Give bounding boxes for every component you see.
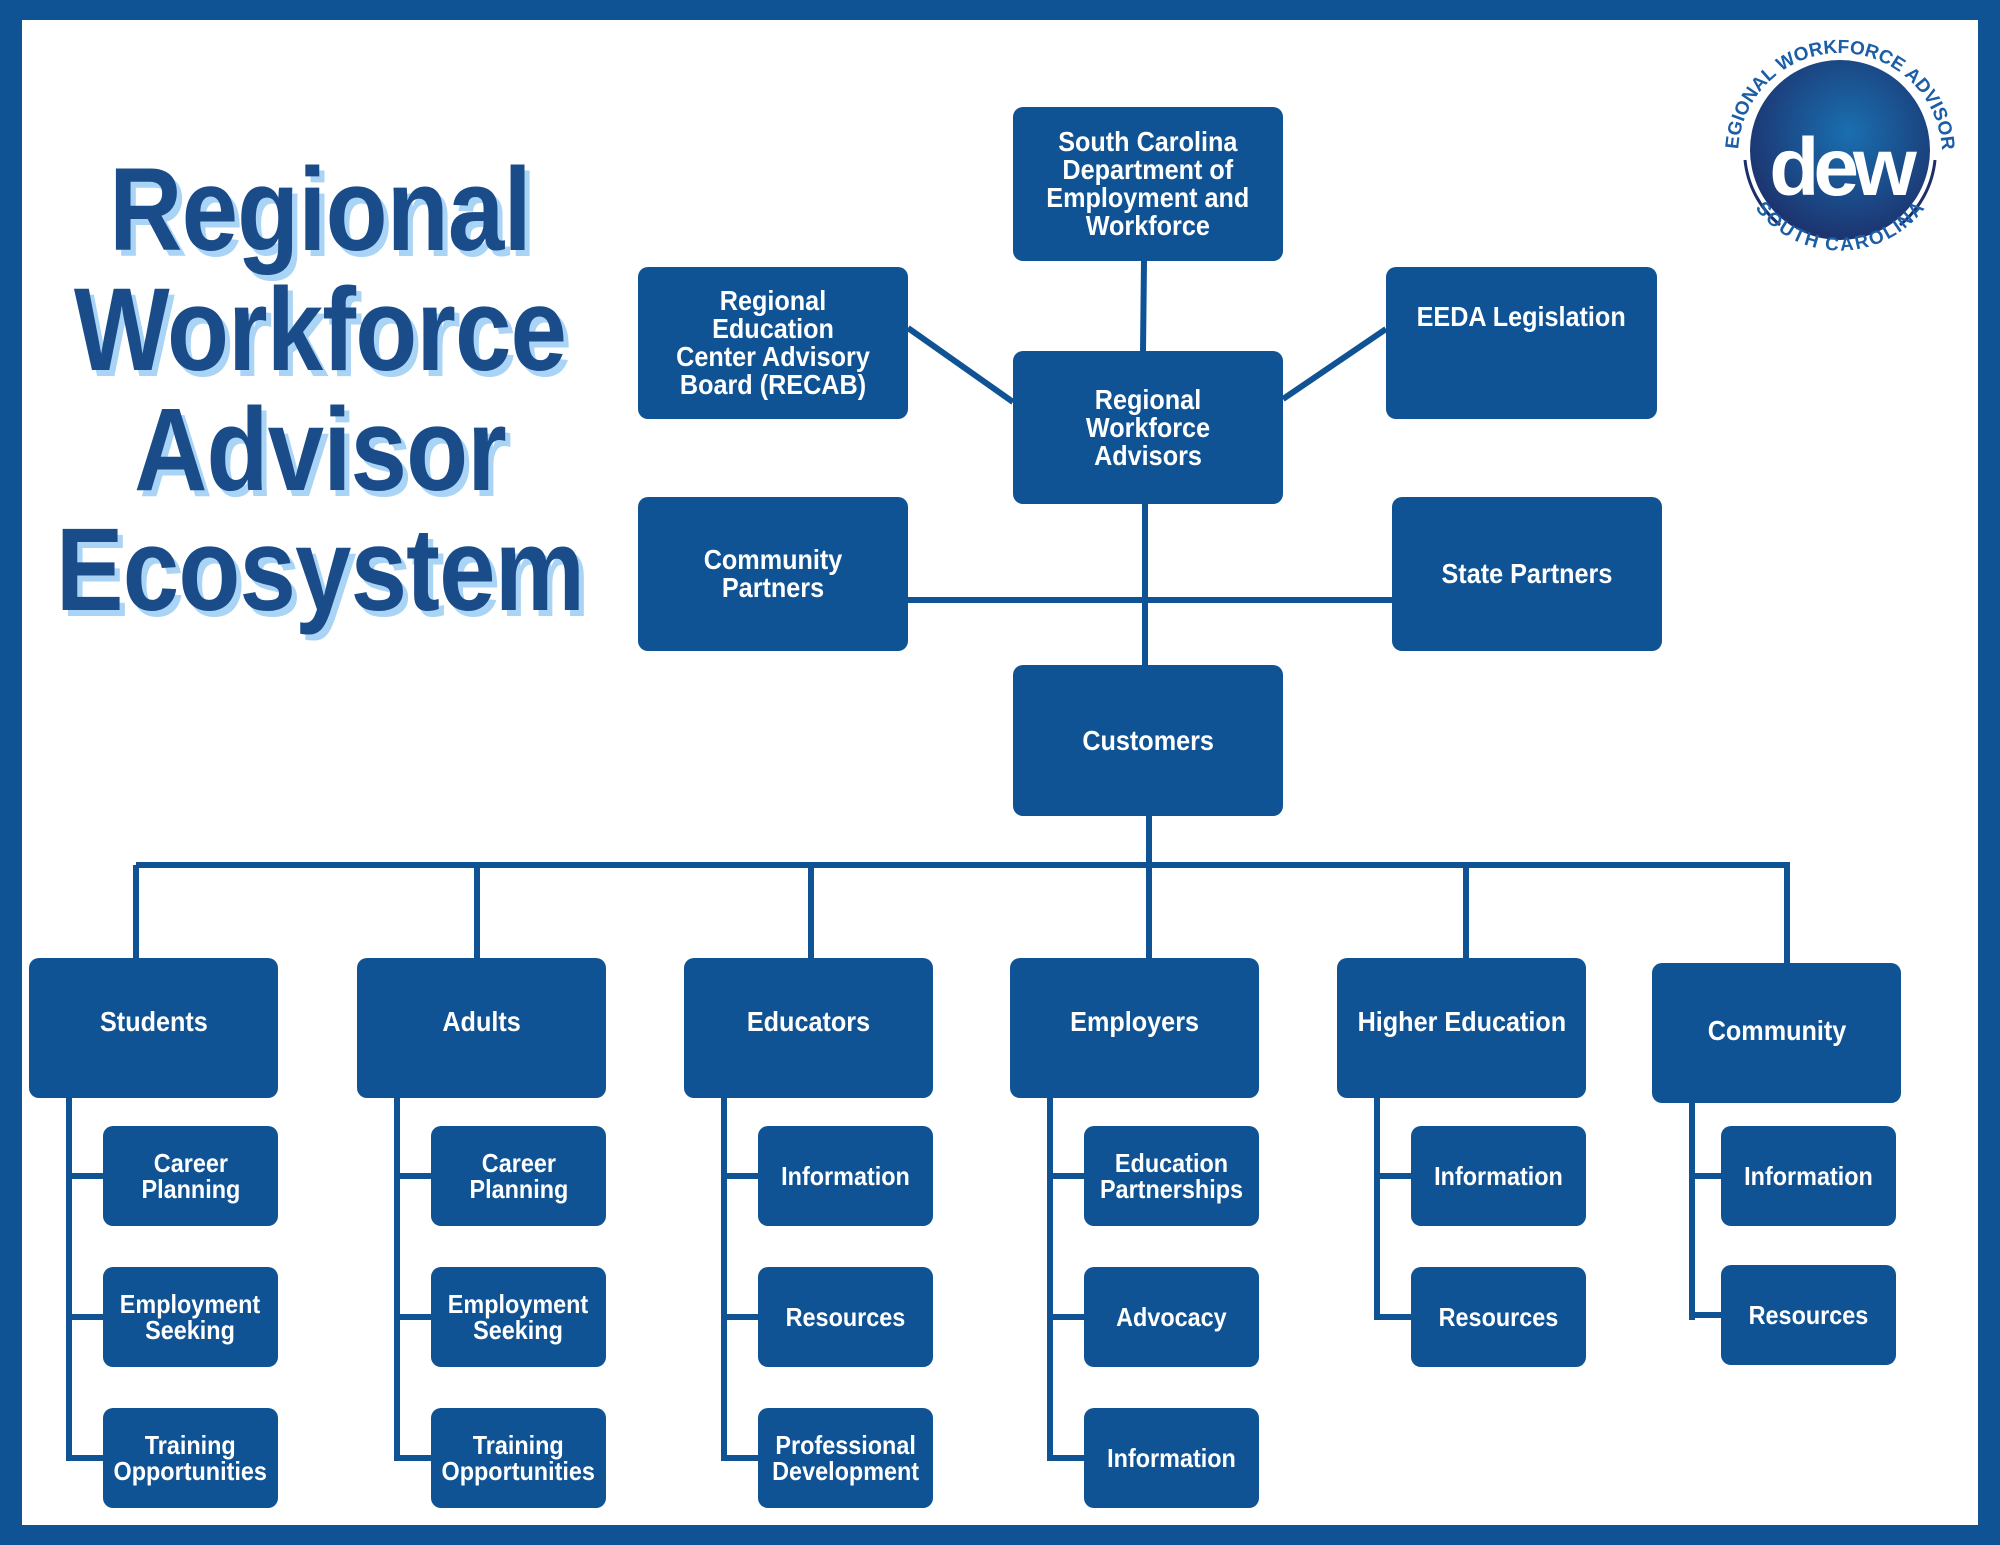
connector-stub: [1374, 1173, 1411, 1179]
connector-stub: [66, 1173, 103, 1179]
connector-drop: [1784, 865, 1790, 963]
subitem-box: Training Opportunities: [431, 1408, 606, 1508]
title-line: Workforce: [73, 264, 567, 396]
category-employers: Employers: [1010, 958, 1259, 1098]
connector-stub: [721, 1173, 758, 1179]
connector-stub: [1047, 1455, 1084, 1461]
subitem-box: Career Planning: [431, 1126, 606, 1226]
logo-wordmark: dew: [1769, 122, 1917, 213]
connector-stub: [394, 1173, 431, 1179]
connector-stub: [1689, 1312, 1721, 1318]
subitem-box: Employment Seeking: [431, 1267, 606, 1367]
connector-stub: [66, 1455, 103, 1461]
connector-stub: [1047, 1314, 1084, 1320]
category-higher-education: Higher Education: [1337, 958, 1586, 1098]
connector-stub: [1689, 1173, 1721, 1179]
subitem-box: Information: [758, 1126, 933, 1226]
node-recab: Regional Education Center Advisory Board…: [638, 267, 908, 419]
connector-stub: [721, 1314, 758, 1320]
node-eeda-legislation: EEDA Legislation: [1386, 267, 1657, 419]
subitem-box: Resources: [1411, 1267, 1586, 1367]
page-title: Regional Workforce Advisor Ecosystem: [0, 150, 640, 630]
subitem-box: Professional Development: [758, 1408, 933, 1508]
connector-trunk: [66, 1098, 72, 1461]
subitem-box: Resources: [758, 1267, 933, 1367]
node-regional-workforce-advisors: Regional Workforce Advisors: [1013, 351, 1283, 504]
title-line: Ecosystem: [55, 504, 585, 636]
connector-stub: [1047, 1173, 1084, 1179]
connector-stub: [394, 1455, 431, 1461]
subitem-box: Information: [1084, 1408, 1259, 1508]
connector-trunk: [1047, 1098, 1053, 1461]
subitem-box: Employment Seeking: [103, 1267, 278, 1367]
connector-stub: [66, 1314, 103, 1320]
subitem-box: Advocacy: [1084, 1267, 1259, 1367]
connector-drop: [133, 865, 139, 958]
subitem-box: Career Planning: [103, 1126, 278, 1226]
node-state-partners: State Partners: [1392, 497, 1662, 651]
connector-trunk: [1374, 1098, 1380, 1320]
node-customers: Customers: [1013, 665, 1283, 816]
subitem-box: Resources: [1721, 1265, 1896, 1365]
connector-trunk: [1689, 1103, 1695, 1320]
connector-stub: [1374, 1314, 1411, 1320]
subitem-box: Training Opportunities: [103, 1408, 278, 1508]
category-community: Community: [1652, 963, 1901, 1103]
category-adults: Adults: [357, 958, 606, 1098]
connector-drop: [1146, 865, 1152, 958]
connector-trunk: [394, 1098, 400, 1461]
category-students: Students: [29, 958, 278, 1098]
connector-drop: [808, 865, 814, 958]
connector-trunk: [721, 1098, 727, 1461]
connector-drop: [1463, 865, 1469, 958]
subitem-box: Information: [1721, 1126, 1896, 1226]
node-community-partners: Community Partners: [638, 497, 908, 651]
title-line: Regional: [109, 144, 532, 276]
subitem-box: Information: [1411, 1126, 1586, 1226]
subitem-box: Education Partnerships: [1084, 1126, 1259, 1226]
title-line: Advisor: [134, 384, 507, 516]
connector-stub: [394, 1314, 431, 1320]
connector-stub: [721, 1455, 758, 1461]
connector-drop: [474, 865, 480, 958]
category-educators: Educators: [684, 958, 933, 1098]
node-scdew: South Carolina Department of Employment …: [1013, 107, 1283, 261]
